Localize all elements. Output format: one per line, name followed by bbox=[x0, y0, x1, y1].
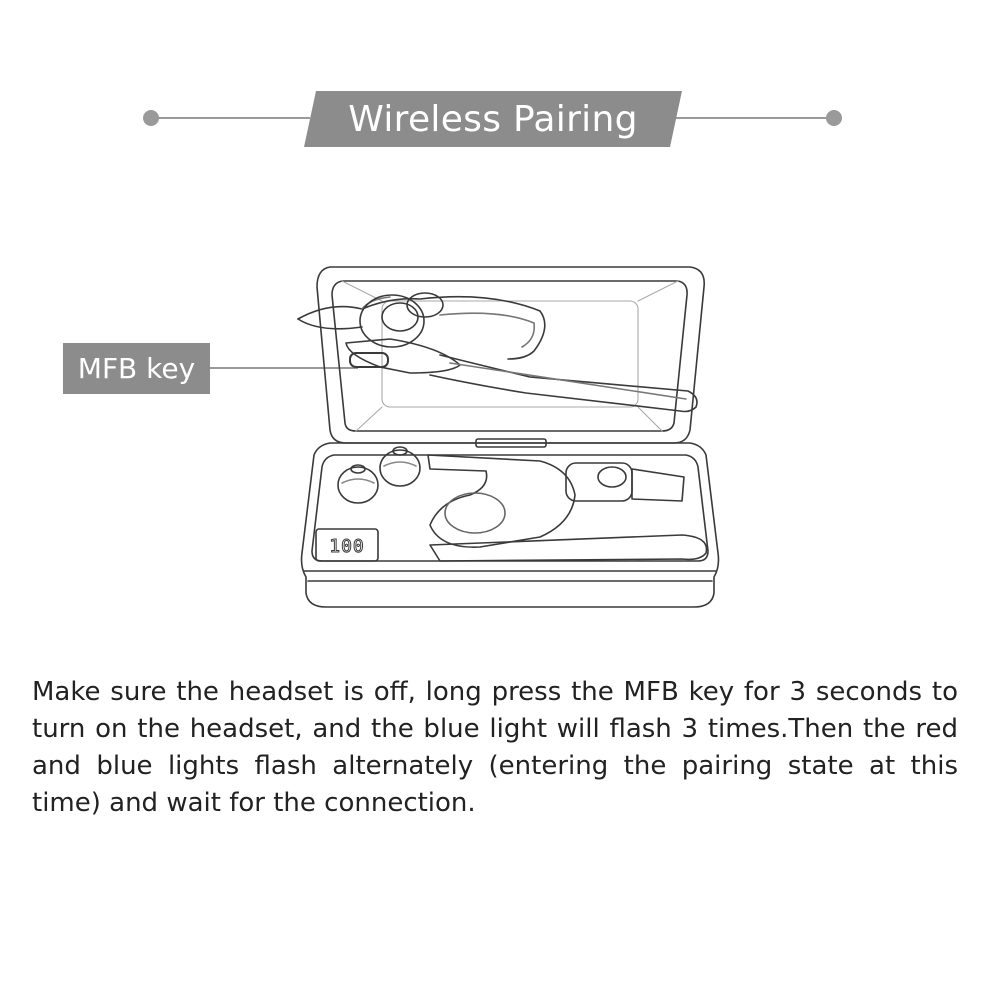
case-base-rim bbox=[303, 570, 717, 582]
boom-slot bbox=[429, 534, 708, 562]
case-base-outline bbox=[300, 442, 720, 608]
title-banner: Wireless Pairing bbox=[304, 91, 682, 147]
earbud-body bbox=[345, 338, 461, 374]
header-line-left bbox=[152, 117, 310, 119]
earbud-head bbox=[359, 294, 425, 348]
header-line-right bbox=[676, 117, 834, 119]
headset-case-illustration: 100 bbox=[297, 266, 720, 608]
spare-eartip-left bbox=[337, 464, 379, 504]
mfb-key bbox=[349, 352, 389, 368]
headset-cavity bbox=[427, 454, 576, 548]
pairing-instructions: Make sure the headset is off, long press… bbox=[32, 677, 958, 818]
led-display-frame bbox=[315, 528, 379, 562]
case-lid-outline bbox=[316, 266, 706, 444]
header-dot-right bbox=[826, 110, 842, 126]
boom-mic bbox=[429, 354, 698, 413]
mfb-callout-label: MFB key bbox=[77, 352, 196, 385]
page-title: Wireless Pairing bbox=[348, 98, 638, 140]
case-lid-inner bbox=[331, 280, 688, 432]
spare-eartip-right bbox=[379, 446, 421, 487]
led-battery-readout: 100 bbox=[329, 536, 365, 557]
case-base-inner bbox=[311, 454, 709, 562]
mfb-callout-line bbox=[210, 367, 358, 369]
headset-earpiece bbox=[297, 292, 698, 413]
earhook bbox=[297, 295, 546, 360]
mfb-callout-box: MFB key bbox=[63, 343, 210, 394]
header-dot-left bbox=[143, 110, 159, 126]
